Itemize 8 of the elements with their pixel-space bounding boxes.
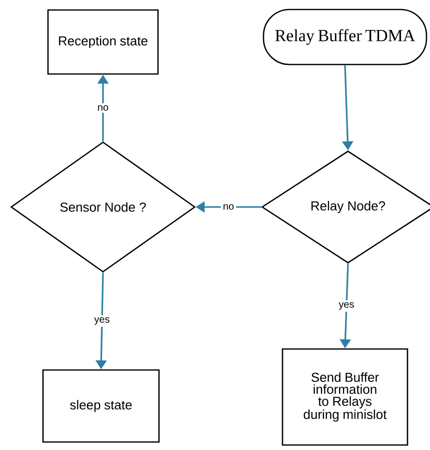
process-box: Send Buffer information to Relays during minislot bbox=[282, 348, 408, 446]
process-box: Reception state bbox=[47, 9, 159, 75]
edge-label: no bbox=[95, 103, 111, 113]
start-terminal: Relay Buffer TDMA bbox=[262, 8, 428, 66]
process-box: sleep state bbox=[42, 369, 160, 443]
edge-label: no bbox=[220, 202, 236, 212]
edge-label: yes bbox=[336, 300, 356, 312]
edge-label: yes bbox=[92, 315, 112, 327]
